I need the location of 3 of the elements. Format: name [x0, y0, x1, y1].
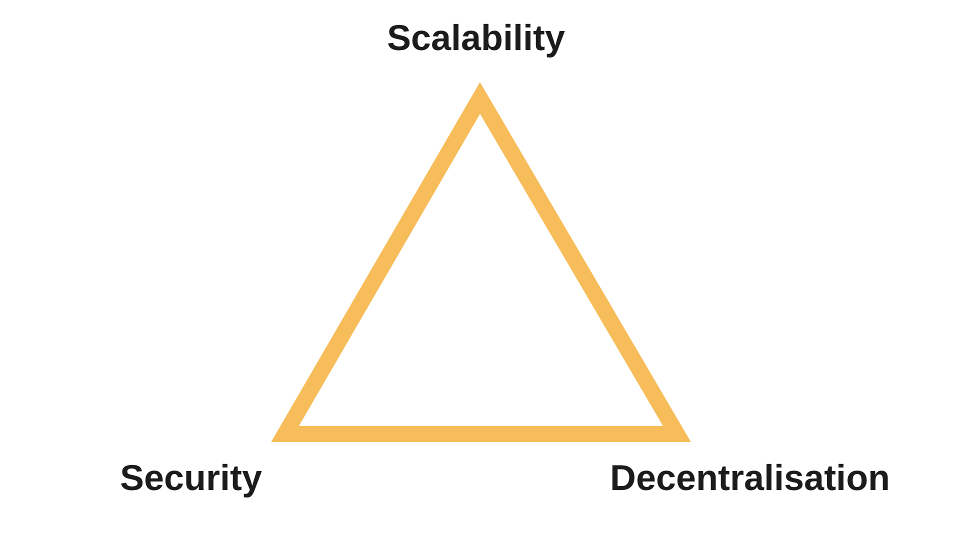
vertex-label: Security: [120, 458, 262, 498]
vertex-label: Decentralisation: [610, 458, 890, 498]
vertex-label: Scalability: [386, 18, 566, 58]
